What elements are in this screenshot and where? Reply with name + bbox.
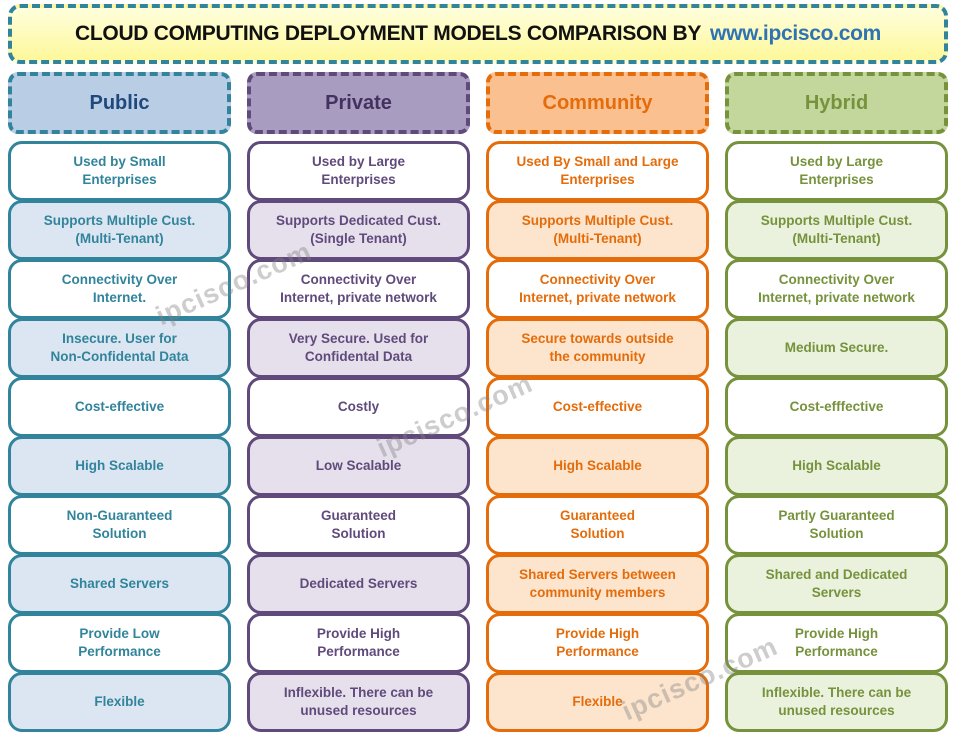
feature-cell-community-9: Provide High Performance [486, 613, 709, 673]
feature-cell-public-7: Non-Guaranteed Solution [8, 495, 231, 555]
column-header-public: Public [8, 72, 231, 134]
feature-cell-public-6: High Scalable [8, 436, 231, 496]
feature-cell-community-7: Guaranteed Solution [486, 495, 709, 555]
feature-cell-community-4: Secure towards outside the community [486, 318, 709, 378]
feature-cell-hybrid-2: Supports Multiple Cust. (Multi-Tenant) [725, 200, 948, 260]
page-title: CLOUD COMPUTING DEPLOYMENT MODELS COMPAR… [75, 22, 702, 45]
feature-cell-hybrid-4: Medium Secure. [725, 318, 948, 378]
column-header-private: Private [247, 72, 470, 134]
feature-cell-public-8: Shared Servers [8, 554, 231, 614]
feature-cell-public-4: Insecure. User for Non-Confidental Data [8, 318, 231, 378]
site-link[interactable]: www.ipcisco.com [710, 22, 881, 45]
feature-cell-private-7: Guaranteed Solution [247, 495, 470, 555]
feature-cell-hybrid-10: Inflexible. There can be unused resource… [725, 672, 948, 732]
feature-cell-public-2: Supports Multiple Cust. (Multi-Tenant) [8, 200, 231, 260]
feature-cell-hybrid-9: Provide High Performance [725, 613, 948, 673]
feature-cell-community-10: Flexible [486, 672, 709, 732]
feature-cell-hybrid-3: Connectivity Over Internet, private netw… [725, 259, 948, 319]
feature-cell-private-5: Costly [247, 377, 470, 437]
feature-cell-hybrid-1: Used by Large Enterprises [725, 141, 948, 201]
feature-cell-hybrid-8: Shared and Dedicated Servers [725, 554, 948, 614]
feature-cell-private-2: Supports Dedicated Cust. (Single Tenant) [247, 200, 470, 260]
feature-cell-public-3: Connectivity Over Internet. [8, 259, 231, 319]
feature-cell-community-6: High Scalable [486, 436, 709, 496]
feature-cell-community-2: Supports Multiple Cust. (Multi-Tenant) [486, 200, 709, 260]
feature-cell-hybrid-6: High Scalable [725, 436, 948, 496]
feature-cell-public-1: Used by Small Enterprises [8, 141, 231, 201]
feature-cell-public-5: Cost-effective [8, 377, 231, 437]
feature-cell-hybrid-7: Partly Guaranteed Solution [725, 495, 948, 555]
feature-cell-private-3: Connectivity Over Internet, private netw… [247, 259, 470, 319]
feature-cell-private-10: Inflexible. There can be unused resource… [247, 672, 470, 732]
column-header-hybrid: Hybrid [725, 72, 948, 134]
feature-cell-community-1: Used By Small and Large Enterprises [486, 141, 709, 201]
feature-cell-private-4: Very Secure. Used for Confidental Data [247, 318, 470, 378]
feature-cell-community-8: Shared Servers between community members [486, 554, 709, 614]
feature-cell-public-9: Provide Low Performance [8, 613, 231, 673]
feature-cell-private-8: Dedicated Servers [247, 554, 470, 614]
feature-cell-private-1: Used by Large Enterprises [247, 141, 470, 201]
column-header-community: Community [486, 72, 709, 134]
title-bar: CLOUD COMPUTING DEPLOYMENT MODELS COMPAR… [8, 4, 948, 64]
feature-cell-private-9: Provide High Performance [247, 613, 470, 673]
feature-cell-private-6: Low Scalable [247, 436, 470, 496]
feature-cell-community-5: Cost-effective [486, 377, 709, 437]
feature-cell-hybrid-5: Cost-efffective [725, 377, 948, 437]
feature-cell-community-3: Connectivity Over Internet, private netw… [486, 259, 709, 319]
feature-cell-public-10: Flexible [8, 672, 231, 732]
